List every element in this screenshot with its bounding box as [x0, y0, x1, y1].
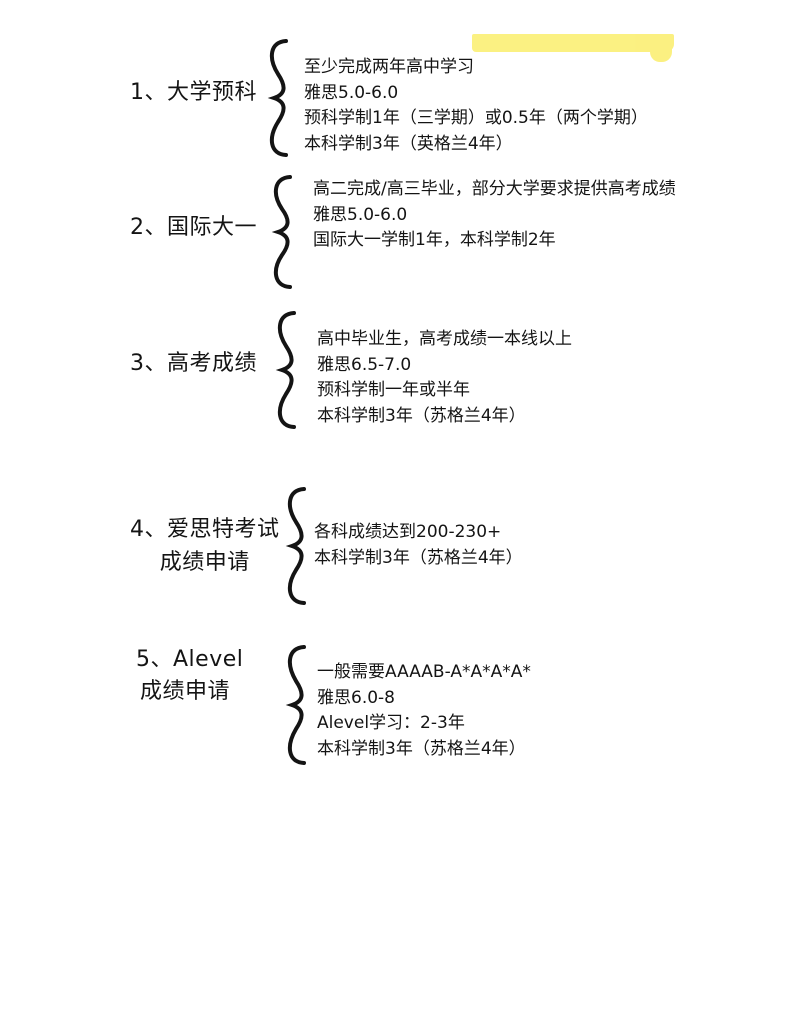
label-line: 成绩申请: [140, 679, 231, 704]
list-item: 雅思5.0-6.0: [304, 82, 399, 103]
label-line: 1、大学预科: [130, 80, 257, 105]
list-item: 高二完成/高三毕业，部分大学要求提供高考成绩: [313, 179, 676, 199]
list-item: Alevel学习：2-3年: [317, 713, 465, 733]
list-item: 本科学制3年（苏格兰4年）: [314, 547, 523, 568]
label-line: 4、爱思特考试: [130, 517, 280, 542]
section-label: 5、Alevel 成绩申请: [136, 645, 243, 707]
list-item: 雅思6.5-7.0: [317, 354, 412, 375]
section-label: 1、大学预科: [130, 78, 257, 108]
section-label: 4、爱思特考试 成绩申请: [130, 515, 280, 578]
yellow-highlight-mark: [472, 34, 674, 62]
label-line: 成绩申请: [159, 550, 250, 575]
requirement-list: 高中毕业生，高考成绩一本线以上 雅思6.5-7.0 预科学制一年或半年 本科学制…: [317, 327, 572, 429]
section-label: 3、高考成绩: [130, 349, 257, 379]
list-item: 至少完成两年高中学习: [304, 57, 474, 77]
list-item: 一般需要AAAAB-A*A*A*A*: [317, 662, 531, 682]
list-item: 本科学制3年（苏格兰4年）: [317, 405, 526, 426]
requirement-list: 至少完成两年高中学习 雅思5.0-6.0 预科学制1年（三学期）或0.5年（两个…: [304, 55, 648, 157]
curly-brace-icon: [262, 38, 296, 158]
label-line: 5、Alevel: [136, 647, 244, 672]
requirement-list: 高二完成/高三毕业，部分大学要求提供高考成绩 雅思5.0-6.0 国际大一学制1…: [313, 177, 693, 254]
label-line: 2、国际大一: [130, 215, 257, 240]
list-item: 各科成绩达到200-230+: [314, 522, 502, 542]
list-item: 雅思5.0-6.0: [313, 204, 408, 225]
label-line: 3、高考成绩: [130, 351, 257, 376]
curly-brace-icon: [266, 174, 300, 290]
list-item: 高中毕业生，高考成绩一本线以上: [317, 329, 572, 349]
list-item: 国际大一学制1年，本科学制2年: [313, 230, 556, 250]
curly-brace-icon: [280, 644, 314, 766]
list-item: 预科学制一年或半年: [317, 380, 470, 400]
section-label: 2、国际大一: [130, 213, 257, 243]
list-item: 本科学制3年（英格兰4年）: [304, 133, 513, 154]
list-item: 本科学制3年（苏格兰4年）: [317, 738, 526, 759]
requirement-list: 一般需要AAAAB-A*A*A*A* 雅思6.0-8 Alevel学习：2-3年…: [317, 660, 531, 762]
curly-brace-icon: [270, 310, 304, 430]
curly-brace-icon: [280, 486, 314, 606]
list-item: 雅思6.0-8: [317, 687, 395, 708]
list-item: 预科学制1年（三学期）或0.5年（两个学期）: [304, 108, 648, 128]
requirement-list: 各科成绩达到200-230+ 本科学制3年（苏格兰4年）: [314, 520, 523, 571]
